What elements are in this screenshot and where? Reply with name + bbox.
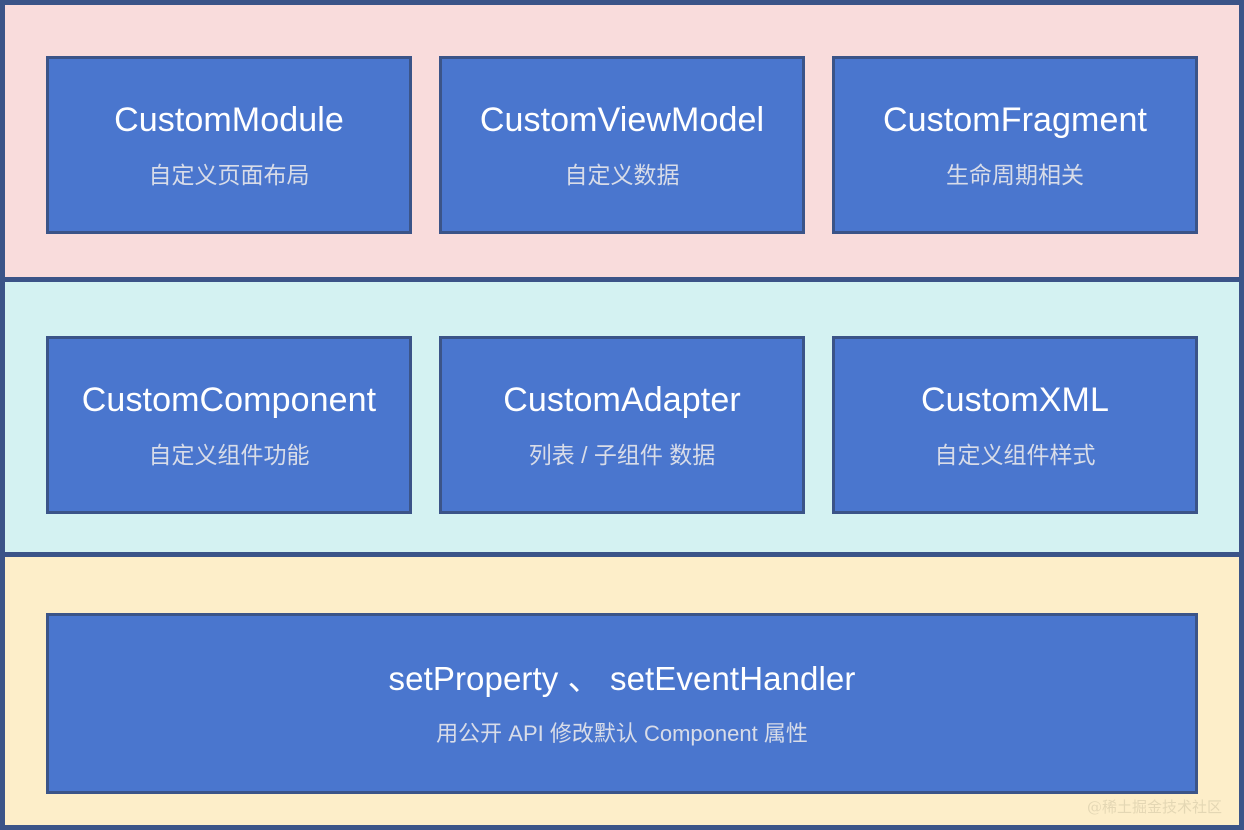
component-layer-card-row: CustomComponent 自定义组件功能 CustomAdapter 列表… bbox=[5, 336, 1239, 514]
card-subtitle: 自定义页面布局 bbox=[148, 161, 310, 188]
card-title: CustomModule bbox=[114, 101, 344, 140]
card-subtitle: 用公开 API 修改默认 Component 属性 bbox=[436, 721, 808, 747]
card-subtitle: 列表 / 子组件 数据 bbox=[528, 441, 716, 468]
watermark: @稀土掘金技术社区 bbox=[1086, 798, 1222, 816]
card-subtitle: 自定义组件样式 bbox=[934, 441, 1096, 468]
card-set-property-set-event-handler[interactable]: setProperty 、 setEventHandler 用公开 API 修改… bbox=[46, 613, 1198, 794]
card-subtitle: 生命周期相关 bbox=[946, 161, 1084, 188]
card-title: CustomFragment bbox=[882, 101, 1148, 140]
card-custom-component[interactable]: CustomComponent 自定义组件功能 bbox=[46, 336, 412, 514]
card-custom-xml[interactable]: CustomXML 自定义组件样式 bbox=[832, 336, 1198, 514]
card-custom-fragment[interactable]: CustomFragment 生命周期相关 bbox=[832, 56, 1198, 234]
card-title: setProperty 、 setEventHandler bbox=[388, 659, 856, 697]
api-layer-card-row: setProperty 、 setEventHandler 用公开 API 修改… bbox=[5, 613, 1239, 794]
card-custom-adapter[interactable]: CustomAdapter 列表 / 子组件 数据 bbox=[439, 336, 805, 514]
card-title: CustomComponent bbox=[81, 381, 377, 420]
card-custom-module[interactable]: CustomModule 自定义页面布局 bbox=[46, 56, 412, 234]
card-title: CustomAdapter bbox=[503, 381, 741, 420]
card-subtitle: 自定义数据 bbox=[564, 161, 680, 188]
presentation-layer-card-row: CustomModule 自定义页面布局 CustomViewModel 自定义… bbox=[5, 56, 1239, 234]
card-subtitle: 自定义组件功能 bbox=[148, 441, 310, 468]
card-title: CustomViewModel bbox=[479, 101, 765, 140]
card-title: CustomXML bbox=[921, 381, 1109, 420]
card-custom-view-model[interactable]: CustomViewModel 自定义数据 bbox=[439, 56, 805, 234]
